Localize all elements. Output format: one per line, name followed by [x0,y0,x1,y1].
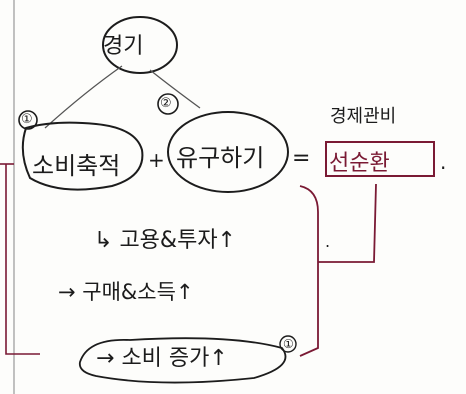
result-label: 선순환 [329,151,390,176]
red-connector-to-result [318,183,377,263]
right-term-circle [167,111,289,193]
consequence-line-3: → 소비 증가↑ [96,340,228,372]
trailing-dot: . [440,150,447,174]
equals-sign: = [292,146,311,171]
marker-one: ① [21,112,33,127]
root-circle [102,16,178,74]
marker-three: ① [283,337,294,351]
consequence-line-1: ↳ 고용&투자↑ [94,222,236,254]
marker-two: ② [160,96,172,111]
red-right-bracket [299,185,319,357]
result-box [325,141,435,177]
left-term-circle [21,121,144,191]
red-left-bracket [5,164,40,355]
consequence-line-2: → 구매&소득↑ [58,276,194,306]
arrow-right-icon: → [58,280,76,304]
tree-branch-left [44,65,123,129]
marker-circle-2 [157,93,179,115]
consequence-text: 구매&소득↑ [82,280,194,304]
arrow-right-icon: → [96,346,115,371]
plus-sign: + [148,148,165,172]
right-term: 유구하기 [176,144,265,172]
branch-dot: . [325,232,331,251]
marker-circle-3 [279,335,297,353]
consequence-3-circle [78,337,287,384]
marker-circle-1 [18,110,38,130]
consequence-text: 고용&투자↑ [119,228,236,253]
hook-arrow-icon: ↳ [94,228,113,253]
consequence-text: 소비 증가↑ [121,346,228,371]
left-term: 소비축적 [32,152,121,180]
tree-branch-right [149,69,201,109]
root-concept: 경기 [103,34,144,59]
economic-label: 경제관비 [330,106,397,127]
